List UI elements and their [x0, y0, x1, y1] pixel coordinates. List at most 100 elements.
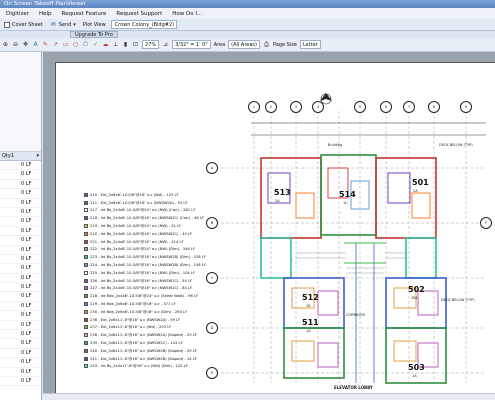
qty-row[interactable]: 0 LF — [0, 208, 41, 218]
polygon-icon[interactable]: ⬠ — [82, 41, 89, 48]
plan-select[interactable]: Crown Colony_(Bldg#2) — [110, 20, 177, 29]
menu-help[interactable]: Help — [39, 10, 52, 17]
page-size-select[interactable]: Letter — [299, 40, 321, 49]
fit-page-icon[interactable]: ⊡ — [132, 41, 139, 48]
zoom-in-icon[interactable]: ⊕ — [2, 41, 9, 48]
legend-text: 219 - Int Bs_2x4x8'-10-5/8"@24" o.c (NW)… — [90, 224, 182, 229]
qty-column-header[interactable]: Qty1 ▾ — [0, 152, 41, 161]
chevron-down-icon: ▾ — [73, 21, 76, 28]
grid-bubble-3: 3 — [290, 101, 302, 113]
zoom-out-icon[interactable]: ⊖ — [12, 41, 19, 48]
qty-row[interactable]: 0 LF — [0, 358, 41, 368]
qty-row[interactable]: 0 LF — [0, 311, 41, 321]
legend-swatch — [84, 356, 88, 361]
room-511-unit: 1A — [306, 329, 311, 333]
circle-icon[interactable]: ○ — [72, 41, 79, 48]
qty-row[interactable]: 0 LF — [0, 274, 41, 284]
menu-request-support[interactable]: Request Support — [116, 10, 163, 17]
send-button[interactable]: ✉Send▾ — [48, 21, 78, 28]
qty-row[interactable]: 0 LF — [0, 321, 41, 331]
text-tool-icon[interactable]: A — [33, 41, 38, 48]
qty-row[interactable]: 0 LF — [0, 283, 41, 293]
qty-row[interactable]: 0 LF — [0, 330, 41, 340]
room-503: 503 — [408, 363, 425, 372]
send-label: Send — [58, 21, 72, 28]
legend-row: 220 - Int Bs_2x4x8'-10-5/8"@16" o.c (NWS… — [84, 230, 234, 238]
chevron-down-icon: ▾ — [36, 153, 39, 159]
ruler-icon[interactable]: ⟂ — [113, 41, 118, 48]
legend-row: 222 - Int Bs_2x4x8'-10-5/8"@24" o.c (NW)… — [84, 246, 234, 254]
qty-row[interactable]: 0 LF — [0, 161, 41, 171]
legend-swatch — [84, 192, 88, 197]
legend-row: 241 - Ext_2x6x11'-8"@16" o.c (NWSW2B) (S… — [84, 355, 234, 363]
north-arrow-icon — [320, 93, 332, 105]
legend-swatch — [84, 294, 88, 299]
plan-select-value: Crown Colony_(Bldg#2) — [114, 22, 175, 28]
highlighter-icon[interactable]: ▮ — [123, 41, 128, 48]
qty-row[interactable]: 0 LF — [0, 302, 41, 312]
legend-row: 221 - Int Bs_2x4x8'-10-5/8"@16" o.c (NW)… — [84, 238, 234, 246]
scale-select[interactable]: 3/32" = 1' 0" — [172, 40, 211, 49]
area-select[interactable]: (All Areas) — [228, 40, 260, 49]
legend-row: 237 - Ext_2x6x11'-8"@16" o.c (Wd) - 203 … — [84, 324, 234, 332]
legend-text: 218 - Int Bs_2x4x8'-10-5/8"@16" o.c (NWS… — [90, 216, 205, 221]
upgrade-button[interactable]: Upgrade To Pro — [70, 31, 118, 38]
qty-row[interactable]: 0 LF — [0, 246, 41, 255]
qty-row[interactable]: 0 LF — [0, 199, 41, 208]
arrow-icon[interactable]: ↗ — [52, 41, 59, 48]
legend-row: 238 - Ext_2x6x11'-8"@16" o.c (NWSW2A) (S… — [84, 331, 234, 339]
rectangle-icon[interactable]: ▭ — [62, 41, 69, 48]
grid-bubble-6: 6 — [380, 101, 392, 113]
qty-row[interactable]: 0 LF — [0, 292, 41, 302]
pan-icon[interactable]: ✥ — [22, 41, 29, 48]
qty-row[interactable]: 0 LF — [0, 170, 41, 180]
legend-swatch — [84, 200, 88, 205]
qty-row[interactable]: 0 LF — [0, 339, 41, 349]
legend-row: 223 - Int Bs_2x4x8'-10-5/8"@16" o.c (NWS… — [84, 253, 234, 261]
grid-bubble-9: 9 — [460, 101, 472, 113]
menu-how-do-i[interactable]: How Do I... — [172, 10, 203, 17]
plan-sheet[interactable]: 210 - Ext_2x6x8'-10-5/8"@16" o.c (Wd) - … — [55, 62, 495, 400]
room-502-unit: 1B1 — [411, 296, 418, 300]
legend-row: 225 - Int Bs_2x4x8'-10-5/8"@16" o.c (NW)… — [84, 269, 234, 277]
zoom-select[interactable]: 27% — [142, 40, 160, 49]
grid-bubble-f: F — [480, 217, 492, 229]
legend-text: 239 - Ext_2x6x11'-8"@16" o.c (NWSW2C) - … — [90, 341, 183, 346]
menu-digitizer[interactable]: Digitizer — [6, 10, 29, 17]
qty-row[interactable]: 0 LF — [0, 264, 41, 274]
legend-row: 236 - Ext_2x6x11'-8"@16" o.c (NWSW2A) - … — [84, 316, 234, 324]
pen-icon[interactable]: ✎ — [42, 41, 49, 48]
legend-text: 237 - Ext_2x6x11'-8"@16" o.c (Wd) - 203 … — [90, 325, 172, 330]
hatch-detail — [296, 252, 406, 274]
legend-swatch — [84, 270, 88, 275]
qty-row[interactable]: 0 LF — [0, 236, 41, 246]
horizontal-scrollbar[interactable] — [43, 393, 495, 400]
qty-header-label: Qty1 — [2, 153, 15, 159]
page-size-label: Page Size — [272, 41, 297, 48]
legend-row: 219 - Int Bs_2x4x8'-10-5/8"@24" o.c (NW)… — [84, 222, 234, 230]
legend-text: 227 - Int Bs_2x4x8'-10-5/8"@16" o.c (NWS… — [90, 286, 193, 291]
print-icon[interactable]: ⎙ — [264, 41, 269, 48]
legend-text: 228 - Int Nbs_2x4x8'-10-5/8"@24" o.c (Sh… — [90, 294, 199, 299]
qty-row[interactable]: 0 LF — [0, 180, 41, 190]
legend-row: 243 - Int Bs_2x4x11'-8"@16" o.c (NW) (Di… — [84, 363, 234, 371]
qty-row[interactable]: 0 LF — [0, 217, 41, 227]
legend-swatch — [84, 333, 88, 338]
cloud-icon[interactable]: ☁ — [102, 41, 109, 48]
room-501: 501 — [412, 178, 429, 187]
qty-row[interactable]: 0 LF — [0, 377, 41, 387]
legend-text: 225 - Int Bs_2x4x8'-10-5/8"@16" o.c (NW)… — [90, 270, 196, 275]
room-512-unit: 1B — [306, 304, 311, 308]
deck-below-label-2: DECK BELOW (TYP) — [441, 298, 475, 302]
qty-row[interactable]: 0 LF — [0, 368, 41, 377]
qty-row[interactable]: 0 LF — [0, 349, 41, 359]
check-icon[interactable]: ✓ — [92, 41, 99, 48]
qty-row[interactable]: 0 LF — [0, 255, 41, 265]
corridor-label: CORRIDOR — [346, 313, 365, 317]
qty-row[interactable]: 0 LF — [0, 189, 41, 199]
plan-canvas[interactable]: 210 - Ext_2x6x8'-10-5/8"@16" o.c (Wd) - … — [43, 52, 495, 400]
menu-request-feature[interactable]: Request Feature — [61, 10, 107, 17]
cover-sheet-button[interactable]: Cover Sheet — [2, 21, 45, 28]
qty-row[interactable]: 0 LF — [0, 227, 41, 237]
legend-text: 220 - Int Bs_2x4x8'-10-5/8"@16" o.c (NWS… — [90, 231, 193, 236]
